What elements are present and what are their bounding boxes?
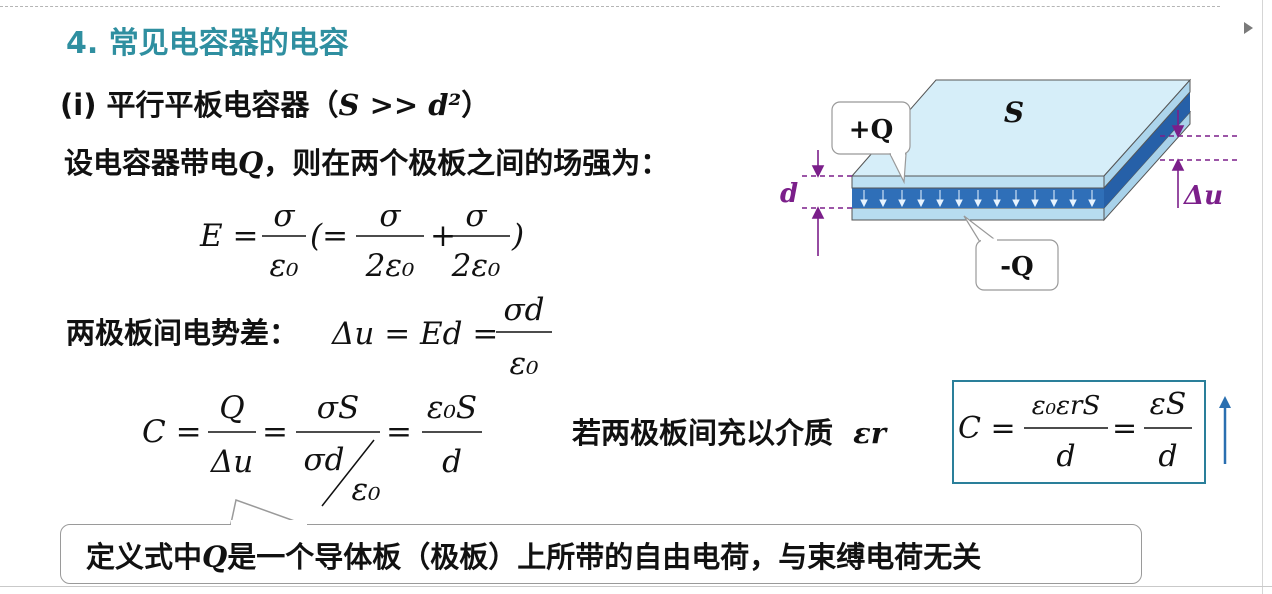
field-arrows (860, 190, 1096, 208)
field-equation: E = σ ε₀ (= σ 2ε₀ + σ 2ε₀ ) (199, 198, 524, 284)
boxed-num2: εS (1150, 387, 1187, 422)
intro-after: ，则在两个极板之间的场强为： (263, 146, 670, 180)
dielectric-label: 若两极板间充以介质 (572, 416, 834, 450)
subheading: (i) 平行平板电容器（S >> d²） (60, 82, 490, 124)
potential-den: ε₀ (509, 346, 539, 382)
cap-eq2: = (386, 414, 412, 450)
field-arrowhead (1050, 199, 1058, 208)
field-arrowhead (898, 199, 906, 208)
section-heading: 4. 常见电容器的电容 (66, 26, 349, 61)
cap-f2-den: σd (303, 442, 344, 478)
delta-u-label: Δu (1182, 181, 1223, 211)
field-arrowhead (879, 199, 887, 208)
cap-eq1: = (262, 414, 288, 450)
cap-f1-den: Δu (210, 444, 253, 480)
delta-u-dimension (1160, 110, 1238, 208)
cap-f1-num: Q (219, 390, 244, 426)
potential-label: 两极板间电势差： (66, 316, 299, 350)
intro-q: Q (238, 146, 264, 180)
intro-before: 设电容器带电 (64, 146, 239, 180)
minus-q-label: -Q (1000, 252, 1033, 282)
plate-area-label: S (1004, 96, 1024, 129)
boxed-formula-math: C = ε₀εrS d = εS d (958, 387, 1192, 474)
cap-f2-num: σS (317, 390, 359, 426)
boxed-num1: ε₀εrS (1032, 391, 1101, 421)
gap-label: d (780, 179, 798, 209)
field-arrowhead (974, 199, 982, 208)
field-den2: 2ε₀ (365, 248, 415, 284)
cap-lhs: C = (142, 414, 202, 450)
boxed-eq: = (1112, 411, 1137, 446)
potential-expr: Δu = Ed = (331, 316, 498, 352)
bottom-rule (0, 586, 1272, 587)
potential-num: σd (503, 292, 544, 328)
arrow-up-icon (1219, 396, 1231, 464)
field-arrowhead (917, 199, 925, 208)
note-box (60, 524, 1142, 584)
note-before: 定义式中 (86, 540, 203, 574)
field-arrowhead (1069, 199, 1077, 208)
boxed-den1: d (1056, 439, 1075, 474)
field-arrowhead (936, 199, 944, 208)
field-arrowhead (993, 199, 1001, 208)
note-tail-cover (231, 520, 307, 530)
field-den1: ε₀ (269, 248, 299, 284)
minus-q-callout: -Q (963, 215, 1059, 291)
subheading-prefix: (i) 平行平板电容器（ (60, 88, 339, 122)
field-paren-close: ) (511, 218, 524, 254)
field-den3: 2ε₀ (451, 248, 501, 284)
subheading-condition: S >> d² (338, 88, 462, 122)
field-paren-open: (= (310, 218, 348, 254)
field-num1: σ (273, 198, 295, 234)
note-q: Q (202, 540, 228, 574)
plus-q-label: +Q (849, 115, 893, 145)
cap-f2-sub: ε₀ (351, 472, 381, 508)
cap-f3-den: d (442, 444, 462, 480)
cap-slash (321, 439, 375, 507)
dielectric-line: 若两极板间充以介质 εr (572, 410, 886, 452)
field-lhs: E = (199, 218, 258, 254)
play-triangle-icon (1244, 22, 1253, 34)
field-num2: σ (379, 198, 401, 234)
plus-q-callout: +Q (831, 101, 911, 185)
note-text: 定义式中Q是一个导体板（极板）上所带的自由电荷，与束缚电荷无关 (86, 534, 981, 576)
field-arrowhead (955, 199, 963, 208)
field-arrowhead (1088, 199, 1096, 208)
note-after: 是一个导体板（极板）上所带的自由电荷，与束缚电荷无关 (227, 540, 982, 574)
top-dashed-rule (0, 6, 1220, 7)
top-plate (850, 78, 1192, 190)
boxed-den2: d (1158, 439, 1177, 474)
boxed-lhs: C = (958, 411, 1016, 446)
intro-line: 设电容器带电Q，则在两个极板之间的场强为： (64, 140, 669, 182)
field-num3: σ (465, 198, 487, 234)
capacitor-diagram: S +Q -Q d Δu (780, 78, 1238, 291)
field-arrowhead (1012, 199, 1020, 208)
field-arrowhead (860, 199, 868, 208)
right-edge-line (1262, 0, 1263, 594)
potential-equation: Δu = Ed = σd ε₀ (331, 292, 552, 382)
dielectric-symbol: εr (853, 416, 887, 450)
boxed-capacitance-formula (952, 380, 1206, 484)
gap-dimension (802, 150, 852, 256)
field-arrowhead (1031, 199, 1039, 208)
subheading-suffix: ） (461, 88, 491, 122)
cap-f3-num: ε₀S (427, 390, 477, 426)
capacitance-equation: C = Q Δu = σS σd ε₀ = ε₀S d (142, 390, 482, 508)
